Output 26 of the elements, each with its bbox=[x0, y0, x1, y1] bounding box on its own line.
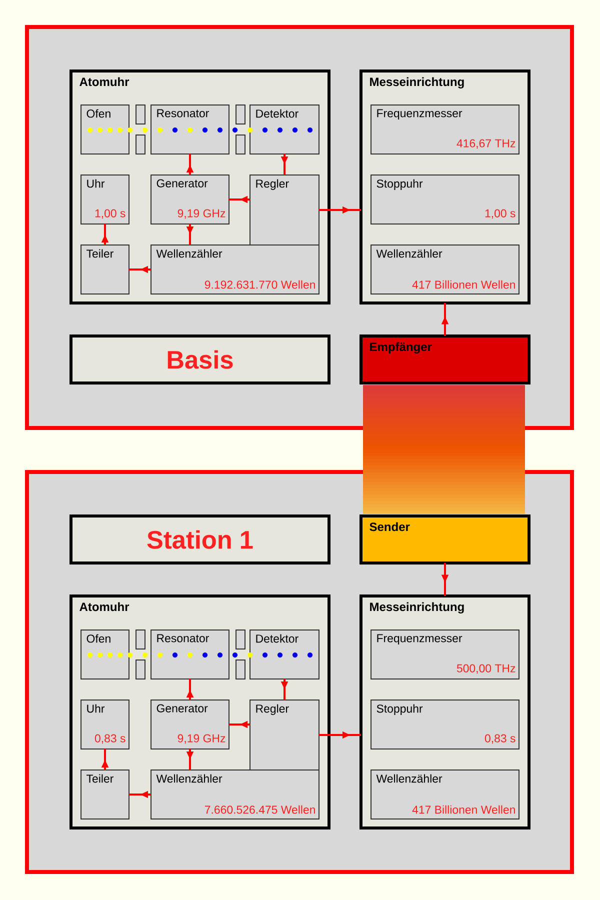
component-box: Generator 9,19 GHz bbox=[150, 174, 230, 224]
transmitter-box: Sender bbox=[360, 514, 530, 564]
component-box: Generator 9,19 GHz bbox=[150, 700, 230, 750]
component-box: Stoppuhr 0,83 s bbox=[370, 700, 520, 750]
receiver-box: Empfänger bbox=[360, 334, 530, 384]
station-title-box: Station 1 bbox=[70, 514, 330, 564]
component-box: Wellenzähler 417 Billionen Wellen bbox=[370, 770, 520, 820]
component-box: Wellenzähler 9.192.631.770 Wellen bbox=[150, 244, 320, 294]
component-box: Frequenzmesser 500,00 THz bbox=[370, 630, 520, 680]
component-box: Stoppuhr 1,00 s bbox=[370, 174, 520, 224]
component-box: Regler bbox=[250, 174, 320, 246]
component-box: Detektor bbox=[250, 630, 320, 680]
component-box: Wellenzähler 7.660.526.475 Wellen bbox=[150, 770, 320, 820]
component-box: Resonator bbox=[150, 630, 230, 680]
component-box: Regler bbox=[250, 700, 320, 770]
component-box: Resonator bbox=[150, 104, 230, 154]
component-box: Uhr 1,00 s bbox=[80, 174, 130, 224]
component-box: Ofen bbox=[80, 104, 130, 154]
component-box: Ofen bbox=[80, 630, 130, 680]
station-title-box: Basis bbox=[70, 334, 330, 384]
component-box: Uhr 0,83 s bbox=[80, 700, 130, 750]
component-box: Detektor bbox=[250, 104, 320, 154]
component-box: Teiler bbox=[80, 770, 130, 820]
component-box: Frequenzmesser 416,67 THz bbox=[370, 104, 520, 154]
component-box: Teiler bbox=[80, 244, 130, 294]
component-box: Wellenzähler 417 Billionen Wellen bbox=[370, 244, 520, 294]
